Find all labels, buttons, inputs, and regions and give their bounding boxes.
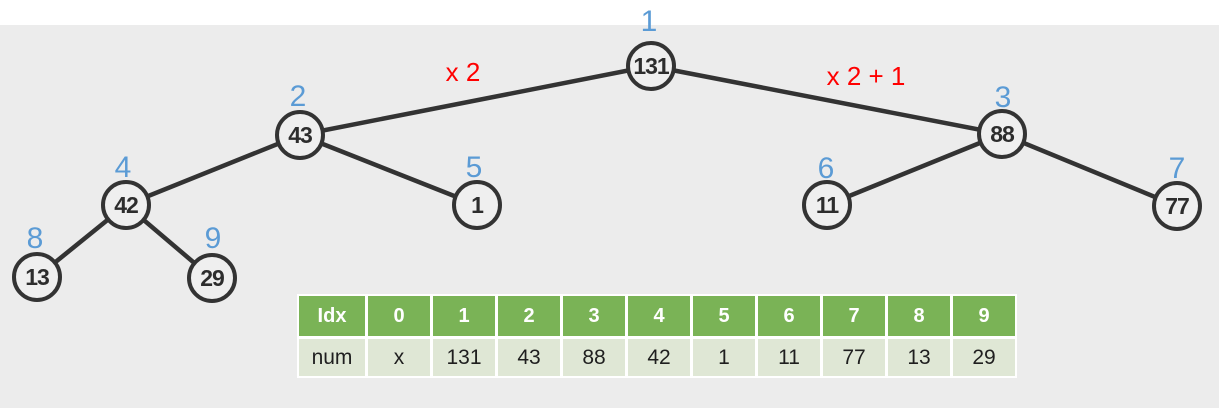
tree-node-value: 13 bbox=[25, 264, 49, 290]
tree-node-circle bbox=[1152, 181, 1202, 231]
tree-node: 11 bbox=[802, 180, 852, 230]
node-index-label: 8 bbox=[27, 222, 44, 255]
tree-node: 88 bbox=[977, 109, 1027, 159]
table-value-8: 13 bbox=[888, 339, 950, 376]
tree-node-value: 11 bbox=[816, 192, 840, 218]
tree-node: 77 bbox=[1152, 181, 1202, 231]
edge-operation-label-left: x 2 bbox=[446, 57, 481, 87]
table-header-index-9: 9 bbox=[953, 296, 1015, 336]
tree-node: 1 bbox=[452, 180, 502, 230]
node-index-label: 7 bbox=[1169, 152, 1186, 185]
node-index-label: 1 bbox=[641, 5, 658, 38]
tree-node-value: 1 bbox=[471, 192, 484, 218]
table-header-label: Idx bbox=[299, 296, 365, 336]
tree-node: 13 bbox=[12, 252, 62, 302]
table-value-0: x bbox=[368, 339, 430, 376]
tree-node-circle bbox=[452, 180, 502, 230]
tree-node-value: 42 bbox=[114, 192, 138, 218]
tree-node-circle bbox=[12, 252, 62, 302]
tree-edge-2-5 bbox=[297, 132, 480, 208]
tree-edge-2-4 bbox=[123, 132, 303, 208]
tree-node: 43 bbox=[275, 110, 325, 160]
table-header-index-4: 4 bbox=[628, 296, 690, 336]
node-index-label: 4 bbox=[115, 151, 132, 184]
tree-node-circle bbox=[977, 109, 1027, 159]
table-header-index-8: 8 bbox=[888, 296, 950, 336]
tree-node-circle bbox=[101, 180, 151, 230]
tree-node: 29 bbox=[187, 253, 237, 303]
node-index-label: 6 bbox=[818, 152, 835, 185]
tree-node-value: 29 bbox=[200, 265, 224, 291]
node-index-label: 2 bbox=[290, 80, 307, 113]
tree-edge-3-6 bbox=[824, 131, 1005, 208]
table-header-index-2: 2 bbox=[498, 296, 560, 336]
tree-node-circle bbox=[802, 180, 852, 230]
tree-node-value: 131 bbox=[633, 53, 670, 79]
node-index-label: 3 bbox=[995, 81, 1012, 114]
table-header-index-3: 3 bbox=[563, 296, 625, 336]
table-header-index-5: 5 bbox=[693, 296, 755, 336]
tree-node-circle bbox=[275, 110, 325, 160]
table-value-1: 131 bbox=[433, 339, 495, 376]
table-value-4: 42 bbox=[628, 339, 690, 376]
table-value-7: 77 bbox=[823, 339, 885, 376]
table-header-index-0: 0 bbox=[368, 296, 430, 336]
edge-operation-label-right: x 2 + 1 bbox=[827, 61, 906, 91]
node-index-label: 9 bbox=[205, 222, 222, 255]
table-value-3: 88 bbox=[563, 339, 625, 376]
table-value-2: 43 bbox=[498, 339, 560, 376]
tree-node: 131 bbox=[626, 41, 676, 91]
tree-node-value: 43 bbox=[288, 122, 312, 148]
tree-node-value: 88 bbox=[990, 121, 1015, 147]
table-value-9: 29 bbox=[953, 339, 1015, 376]
tree-node-circle bbox=[626, 41, 676, 91]
table-header-index-7: 7 bbox=[823, 296, 885, 336]
table-value-5: 1 bbox=[693, 339, 755, 376]
table-header-index-1: 1 bbox=[433, 296, 495, 336]
table-row-label: num bbox=[299, 339, 365, 376]
table-header-index-6: 6 bbox=[758, 296, 820, 336]
tree-node: 42 bbox=[101, 180, 151, 230]
tree-edge-1-2 bbox=[297, 63, 654, 138]
tree-node-value: 77 bbox=[1165, 193, 1189, 219]
tree-edge-3-7 bbox=[999, 131, 1180, 209]
table-value-6: 11 bbox=[758, 339, 820, 376]
tree-node-circle bbox=[187, 253, 237, 303]
tree-edge-1-3 bbox=[648, 63, 1005, 137]
node-index-label: 5 bbox=[466, 151, 483, 184]
